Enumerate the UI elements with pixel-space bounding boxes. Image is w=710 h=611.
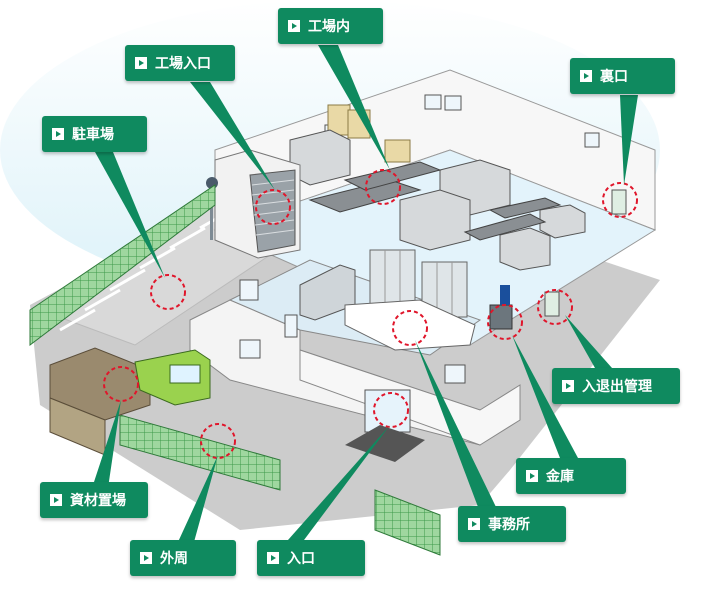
label-parking[interactable]: 駐車場 — [42, 116, 147, 152]
label-perimeter[interactable]: 外周 — [130, 540, 236, 576]
label-text: 資材置場 — [70, 493, 126, 509]
camera-pole — [210, 188, 213, 240]
label-entry-exit[interactable]: 入退出管理 — [552, 368, 680, 404]
entry-exit-door — [544, 291, 560, 317]
conveyors — [308, 161, 562, 241]
label-text: 事務所 — [488, 517, 530, 533]
shutter-lines — [251, 179, 295, 236]
front-fence — [119, 414, 281, 491]
callout-pointers — [92, 45, 638, 542]
safe-box — [489, 304, 513, 330]
chevron-right-icon — [52, 128, 64, 140]
label-office[interactable]: 事務所 — [458, 506, 566, 542]
label-factory-entrance[interactable]: 工場入口 — [125, 45, 235, 81]
label-back-door[interactable]: 裏口 — [570, 58, 675, 94]
chevron-right-icon — [288, 20, 300, 32]
truck-windshield — [169, 364, 201, 384]
chevron-right-icon — [267, 552, 279, 564]
label-text: 入退出管理 — [582, 379, 652, 395]
chevron-right-icon — [526, 470, 538, 482]
chevron-right-icon — [562, 380, 574, 392]
chevron-right-icon — [140, 552, 152, 564]
chevron-right-icon — [50, 494, 62, 506]
label-safe[interactable]: 金庫 — [516, 458, 626, 494]
label-text: 外周 — [160, 551, 188, 567]
cargo-boxes — [327, 104, 411, 163]
office-desks — [344, 299, 476, 351]
water-cooler — [500, 285, 510, 305]
highlight-circles — [103, 169, 638, 459]
label-text: 金庫 — [546, 469, 574, 485]
left-fence — [29, 184, 216, 347]
chevron-right-icon — [468, 518, 480, 530]
label-text: 駐車場 — [72, 127, 114, 143]
lockers — [369, 249, 468, 318]
label-factory-inner[interactable]: 工場内 — [278, 8, 383, 44]
label-entrance[interactable]: 入口 — [257, 540, 365, 576]
chevron-right-icon — [580, 70, 592, 82]
right-fence — [374, 489, 441, 556]
office-windows — [239, 279, 466, 384]
label-text: 工場入口 — [155, 56, 211, 72]
chevron-right-icon — [135, 57, 147, 69]
back-door — [611, 189, 627, 215]
label-text: 工場内 — [308, 19, 350, 35]
label-materials[interactable]: 資材置場 — [40, 482, 148, 518]
entrance-mat — [345, 425, 425, 462]
label-text: 入口 — [287, 551, 315, 567]
label-text: 裏口 — [600, 69, 628, 85]
machines — [289, 129, 586, 271]
